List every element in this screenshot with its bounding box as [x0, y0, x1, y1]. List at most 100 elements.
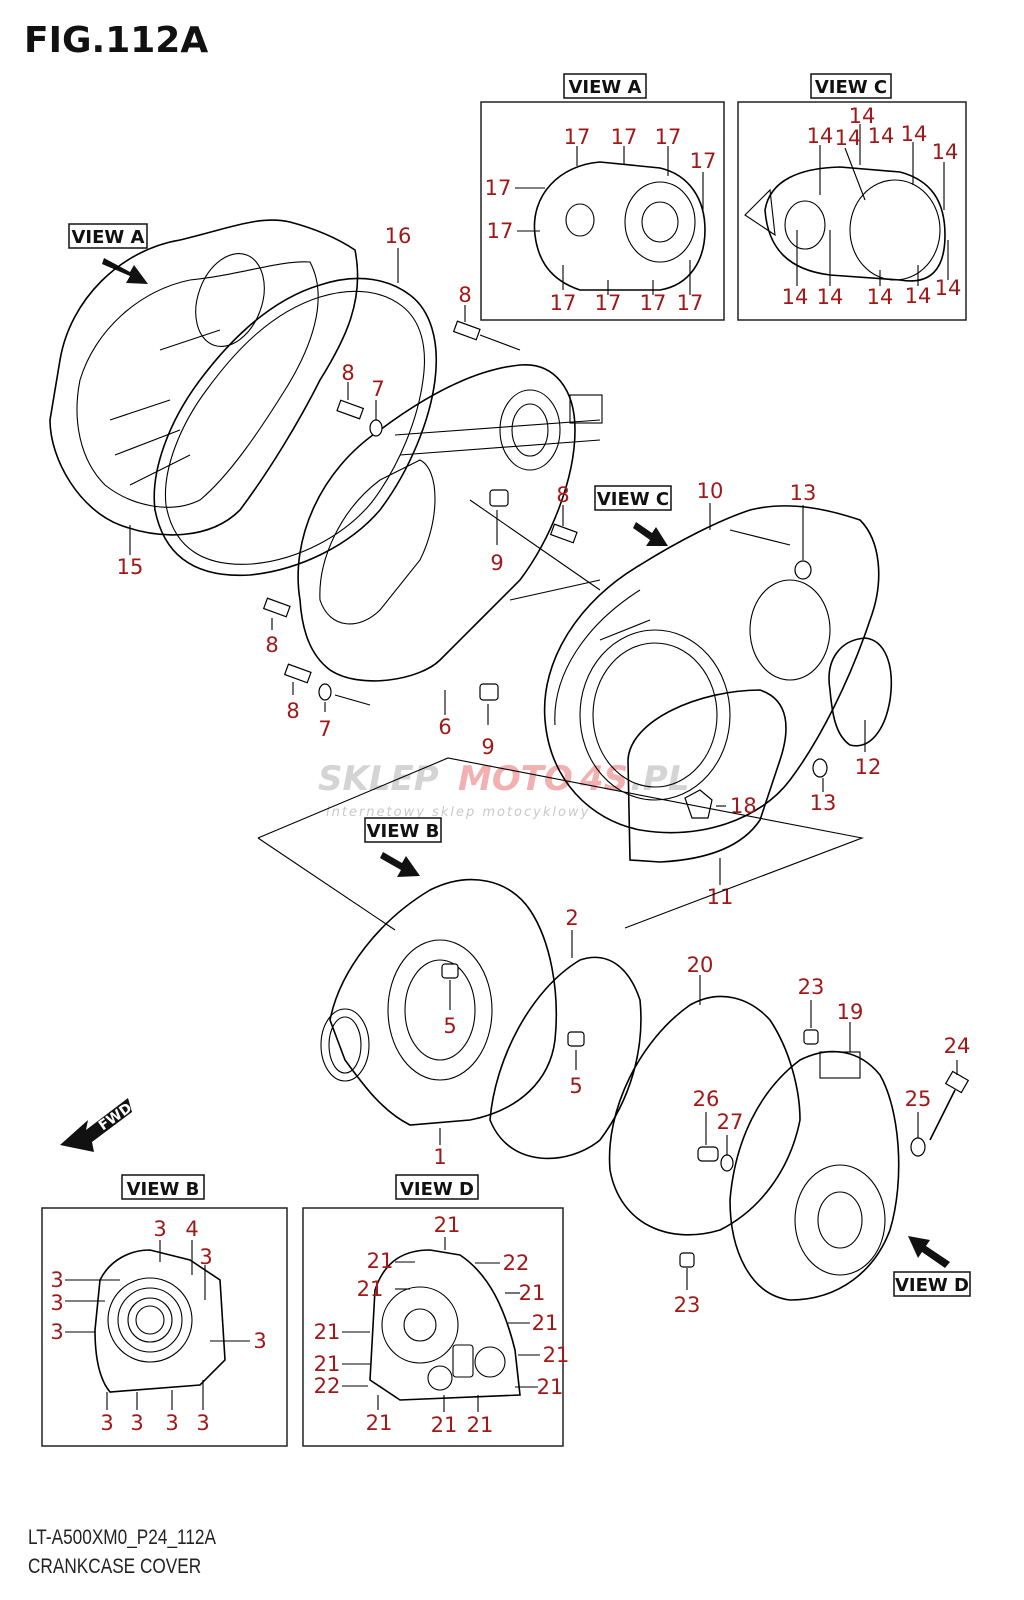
view-c-callout-14: 14 [901, 122, 928, 146]
callout-6: 6 [438, 715, 451, 739]
view-d-callout-21: 21 [314, 1320, 341, 1344]
view-c-callout-14: 14 [849, 104, 876, 128]
inset-view-c: VIEW C 14 14 14 14 14 14 14 14 14 14 14 [737, 73, 967, 321]
part-23-dowel-b [679, 1252, 695, 1290]
view-d-pointer: VIEW D [893, 1236, 971, 1297]
view-d-callout-21: 21 [543, 1343, 570, 1367]
part-2-gasket [489, 930, 642, 1160]
part-12-gasket [828, 637, 893, 752]
view-a-pointer: VIEW A [68, 223, 148, 284]
part-8-bolt-b [336, 382, 365, 420]
callout-16: 16 [385, 224, 412, 248]
view-d-arrow-icon [908, 1236, 950, 1268]
view-a-callout-17: 17 [564, 125, 591, 149]
view-b-arrow-icon [380, 852, 420, 877]
view-a-callout-17: 17 [640, 291, 667, 315]
view-b-callout-3: 3 [153, 1217, 166, 1241]
inset-view-d-frame [302, 1207, 564, 1447]
watermark-tagline: internetowy sklep motocyklowy [326, 805, 590, 820]
callout-5-lower: 5 [569, 1074, 582, 1098]
view-b-callout-3: 3 [165, 1411, 178, 1435]
callout-26: 26 [693, 1087, 720, 1111]
part-27-washer [720, 1135, 734, 1172]
view-a-callout-17: 17 [611, 125, 638, 149]
inset-view-b: VIEW B 3 4 3 3 3 3 3 3 3 3 3 [41, 1174, 288, 1447]
part-1-clutch-cover [320, 878, 558, 1145]
callout-19: 19 [837, 1000, 864, 1024]
fwd-arrow: FWD [60, 1098, 135, 1152]
callout-7-top: 7 [371, 377, 384, 401]
view-b-pointer-box [364, 817, 442, 843]
view-c-arrow-icon [633, 522, 668, 546]
view-d-callout-21: 21 [434, 1213, 461, 1237]
inset-view-c-label: VIEW C [815, 77, 887, 98]
view-d-pointer-box [893, 1271, 971, 1297]
view-c-callout-14: 14 [835, 126, 862, 150]
figure-title: FIG.112A [24, 20, 209, 61]
fwd-arrow-icon [60, 1098, 132, 1152]
callout-27: 27 [717, 1110, 744, 1134]
part-10-crankcase-cover [543, 503, 880, 834]
view-b-callout-4: 4 [185, 1217, 198, 1241]
view-a-callout-17: 17 [595, 291, 622, 315]
view-d-callout-21: 21 [537, 1375, 564, 1399]
inset-view-d: VIEW D 21 21 22 21 21 21 21 21 21 22 21 … [302, 1174, 570, 1447]
callout-23-top: 23 [798, 975, 825, 999]
view-b-callout-3: 3 [196, 1411, 209, 1435]
view-a-callout-17: 17 [485, 176, 512, 200]
watermark: SKLEP MOTO 4S .PL internetowy sklep moto… [318, 759, 690, 820]
part-5-dowel-b [567, 1031, 585, 1070]
view-a-pointer-label: VIEW A [72, 227, 145, 248]
view-b-callout-3: 3 [100, 1411, 113, 1435]
view-b-callout-3: 3 [50, 1268, 63, 1292]
view-d-callout-22: 22 [314, 1374, 341, 1398]
inset-view-b-frame [41, 1207, 288, 1447]
figure-code: LT-A500XM0_P24_112A [28, 1526, 216, 1549]
inset-view-a-label: VIEW A [569, 77, 642, 98]
part-8-bolt-a [452, 305, 521, 351]
callout-13-top: 13 [790, 481, 817, 505]
callout-5-upper: 5 [443, 1014, 456, 1038]
part-8-bolt-c [549, 505, 578, 544]
view-c-callout-14: 14 [935, 276, 962, 300]
watermark-brand-suffix: .PL [630, 759, 690, 799]
callout-1: 1 [433, 1145, 446, 1169]
part-24-dipstick [929, 1060, 970, 1141]
view-b-callout-3: 3 [199, 1245, 212, 1269]
watermark-brand-3: 4S [579, 759, 628, 799]
callout-24: 24 [944, 1034, 971, 1058]
callout-8-left: 8 [341, 361, 354, 385]
view-a-callout-17: 17 [655, 125, 682, 149]
part-9-dowel-b [479, 683, 499, 725]
part-8-bolt-e [283, 663, 312, 695]
callout-8-lower-left: 8 [265, 633, 278, 657]
part-20-gasket [608, 975, 801, 1236]
view-d-callout-21: 21 [366, 1411, 393, 1435]
callout-12: 12 [855, 755, 882, 779]
inset-view-c-frame [737, 101, 967, 321]
view-a-pointer-box [68, 223, 148, 249]
view-d-callout-21: 21 [519, 1281, 546, 1305]
view-c-pointer-box [594, 485, 672, 511]
callout-18: 18 [730, 794, 757, 818]
fwd-label: FWD [96, 1100, 135, 1134]
part-7-washer-b [318, 683, 371, 712]
view-d-callout-21: 21 [367, 1249, 394, 1273]
part-15-outer-cover [49, 219, 359, 555]
view-a-callout-17: 17 [487, 219, 514, 243]
inset-view-a: VIEW A 17 17 17 17 17 17 17 17 17 17 [480, 73, 725, 321]
view-d-callout-21: 21 [532, 1311, 559, 1335]
part-7-washer-a [369, 400, 383, 437]
callout-8-top: 8 [458, 283, 471, 307]
view-b-pointer-label: VIEW B [367, 821, 440, 842]
view-b-callout-3: 3 [50, 1291, 63, 1315]
callout-13-bottom: 13 [810, 791, 837, 815]
part-25-oring [910, 1112, 926, 1157]
view-c-callout-14: 14 [932, 140, 959, 164]
inset-view-a-frame [480, 101, 725, 321]
part-6-housing [297, 364, 603, 715]
part-5-dowel-a [441, 963, 459, 1010]
view-c-pointer-label: VIEW C [597, 489, 669, 510]
view-d-callout-21: 21 [431, 1413, 458, 1437]
